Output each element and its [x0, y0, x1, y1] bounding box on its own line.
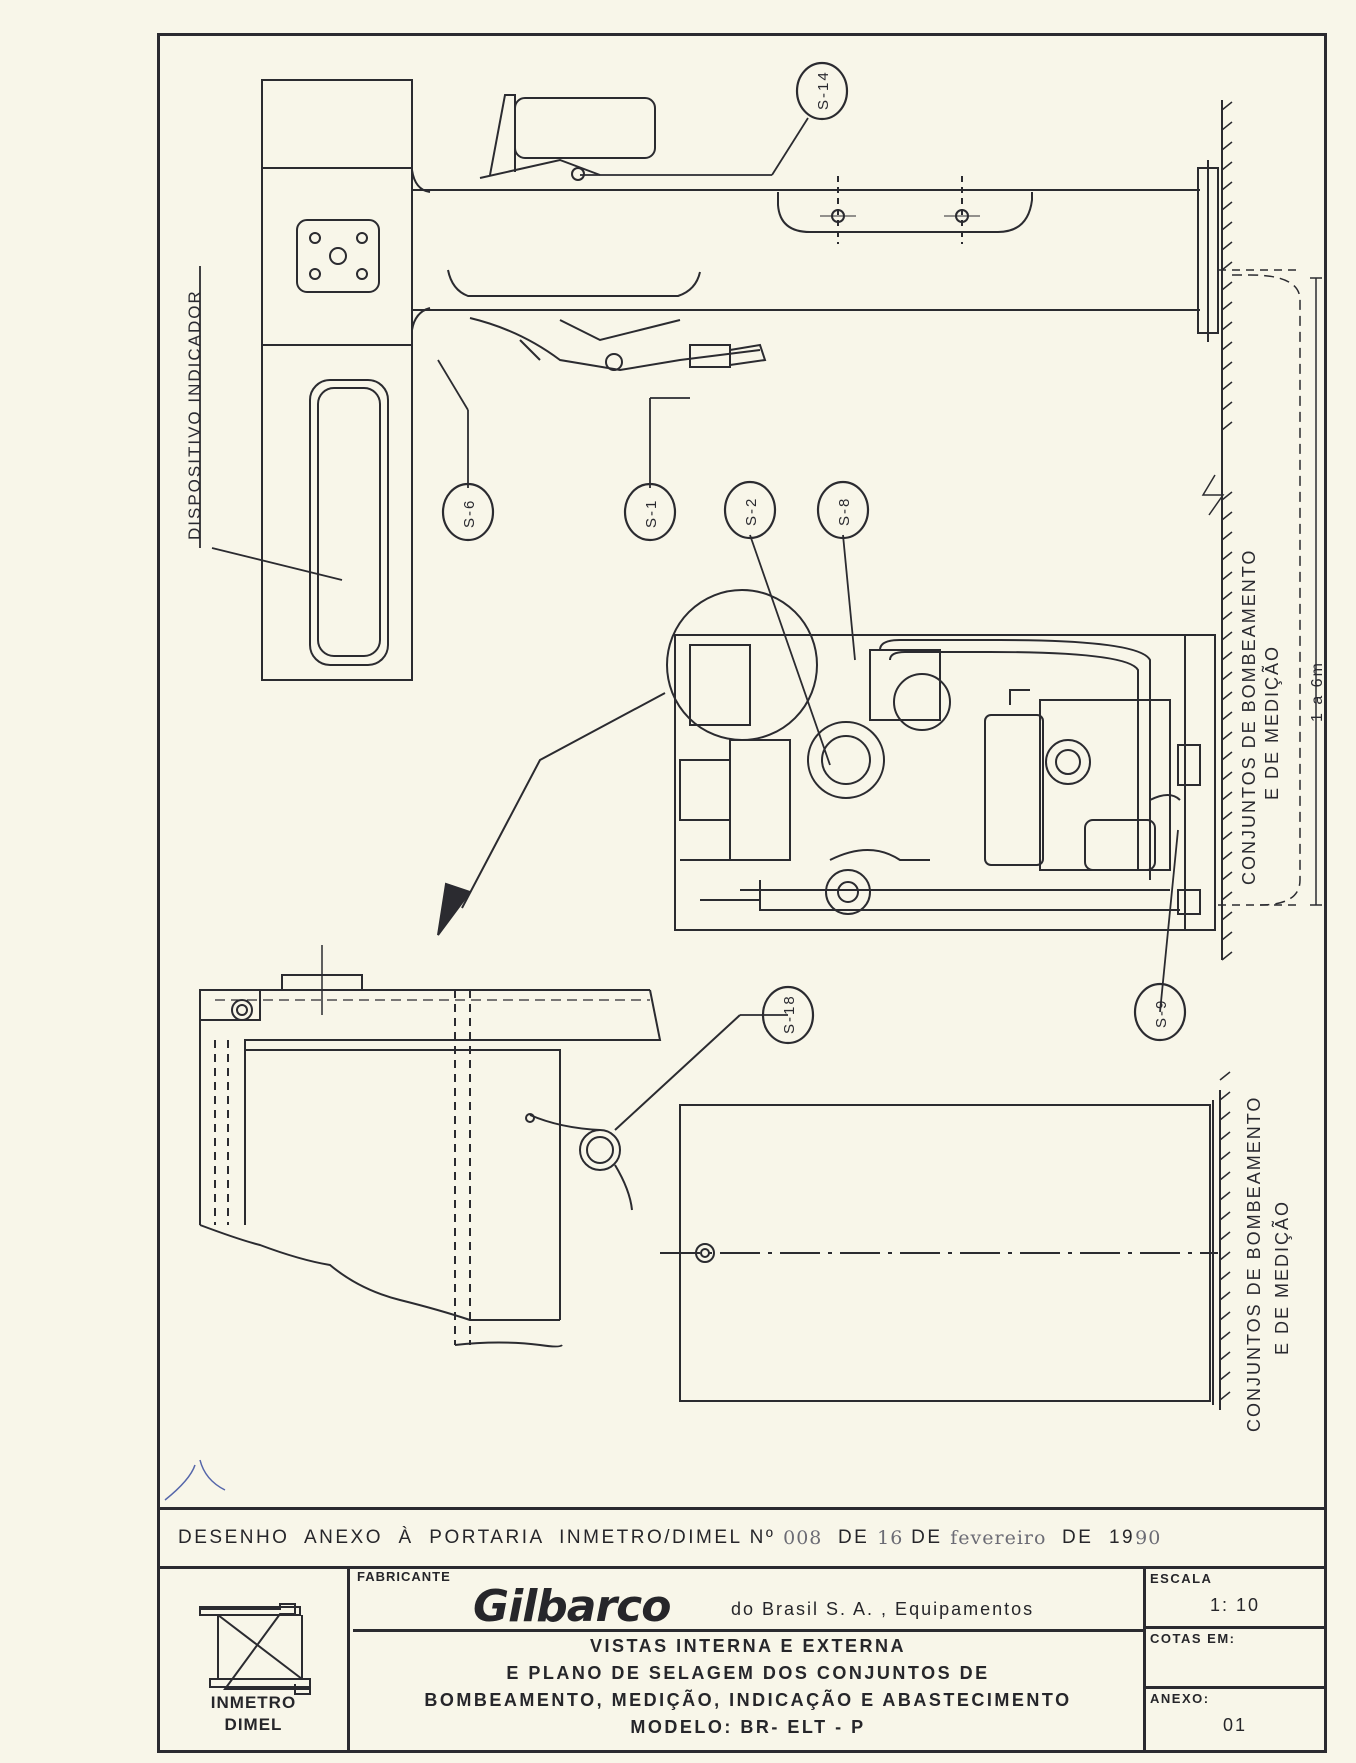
drawing-frame: [157, 33, 1327, 1753]
manufacturer-name: do Brasil S. A. , Equipamentos: [731, 1599, 1035, 1619]
seal-label-s8: S-8: [836, 497, 853, 526]
strip-de1: DE: [822, 1527, 878, 1548]
cabinet-cutaway: [199, 945, 741, 1348]
strip-text: DESENHO ANEXO À PORTARIA INMETRO/DIMEL N…: [178, 1527, 784, 1548]
hand-mark: [164, 1459, 226, 1501]
portaria-year: 90: [1135, 1527, 1162, 1549]
seal-label-s2: S-2: [743, 497, 760, 526]
maker-divider: [353, 1629, 1143, 1632]
strip-de3: DE 19: [1046, 1527, 1136, 1548]
inmetro-label: INMETRO: [210, 1693, 297, 1712]
portaria-strip: DESENHO ANEXO À PORTARIA INMETRO/DIMEL N…: [160, 1507, 1324, 1569]
conjuntos-bottom-label-2: E DE MEDIÇÃO: [1271, 1200, 1292, 1355]
anexo-value: 01: [1222, 1715, 1248, 1735]
cotas-cell: COTAS EM:: [1146, 1629, 1324, 1689]
detail-arrow: [437, 692, 666, 936]
dispenser-column: [411, 94, 1200, 372]
anexo-cell: ANEXO: 01: [1146, 1689, 1324, 1750]
distance-label: 1 a 6m: [1309, 661, 1326, 722]
conjuntos-top-label-2: E DE MEDIÇÃO: [1261, 645, 1282, 800]
conjuntos-top-label-1: CONJUNTOS DE BOMBEAMENTO: [1239, 549, 1259, 885]
escala-cell: ESCALA 1: 10: [1146, 1569, 1324, 1629]
escala-value: 1: 10: [1209, 1595, 1261, 1615]
manufacturer-cell: FABRICANTE Gilbarco do Brasil S. A. , Eq…: [353, 1569, 1143, 1750]
desc-line-1: VISTAS INTERNA E EXTERNA: [589, 1636, 907, 1656]
seal-callout-circles: [441, 61, 1187, 1045]
seal-label-s9: S-9: [1153, 999, 1170, 1028]
portaria-month: fevereiro: [950, 1527, 1047, 1549]
base-flange: [1197, 100, 1322, 961]
dispositivo-indicador-label: DISPOSITIVO INDICADOR: [185, 289, 204, 540]
gilbarco-logo: Gilbarco: [473, 1581, 671, 1632]
strip-de2: DE: [903, 1527, 951, 1548]
portaria-day: 16: [877, 1527, 904, 1549]
inmetro-logo-cell: INMETRO DIMEL: [160, 1569, 350, 1750]
anexo-label: ANEXO:: [1150, 1691, 1210, 1706]
indicator-housing: [261, 79, 413, 681]
cotas-label: COTAS EM:: [1150, 1631, 1236, 1646]
leader-lines: [199, 117, 1179, 1016]
inmetro-logo-icon: [199, 1603, 311, 1695]
pump-panel-external: [660, 1071, 1231, 1410]
seal-label-s18: S-18: [781, 994, 798, 1034]
desc-line-4: MODELO: BR- ELT - P: [630, 1717, 866, 1737]
conjuntos-bottom-label-1: CONJUNTOS DE BOMBEAMENTO: [1244, 1096, 1264, 1432]
escala-label: ESCALA: [1150, 1571, 1213, 1586]
side-cells: ESCALA 1: 10 COTAS EM: ANEXO: 01: [1143, 1569, 1324, 1750]
portaria-number: 008: [783, 1527, 823, 1549]
fabricante-label: FABRICANTE: [357, 1569, 451, 1584]
seal-label-s1: S-1: [643, 499, 660, 528]
seal-label-s6: S-6: [461, 499, 478, 528]
seal-label-s14: S-14: [815, 70, 832, 110]
drawing-description: VISTAS INTERNA E EXTERNA E PLANO DE SELA…: [353, 1633, 1143, 1741]
pump-meter-assembly: [666, 589, 1216, 931]
desc-line-2: E PLANO DE SELAGEM DOS CONJUNTOS DE: [506, 1663, 990, 1683]
dimel-label: DIMEL: [224, 1715, 283, 1734]
desc-line-3: BOMBEAMENTO, MEDIÇÃO, INDICAÇÃO E ABASTE…: [424, 1690, 1072, 1710]
